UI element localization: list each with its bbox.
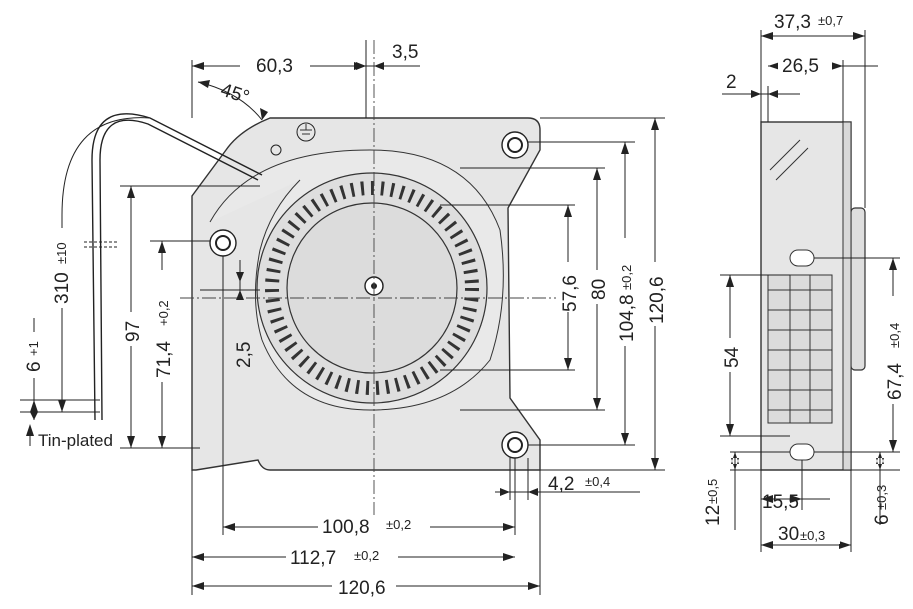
dim-310: 310 (52, 272, 73, 304)
dim-54-bg (718, 338, 742, 372)
dim-26-bg (778, 54, 832, 76)
side-flange (842, 121, 852, 471)
dim-15-arrows (761, 495, 802, 503)
dim-97: 97 (123, 321, 144, 342)
front-view: 60,3 3,5 45° 57,6 80 104,8 ±0,2 120,6 (20, 40, 668, 599)
dim-67-bg (880, 296, 908, 404)
blade-ring (265, 181, 479, 395)
side-fins (768, 275, 832, 423)
dim-80-bg (585, 270, 609, 304)
dim-37-arrows (761, 32, 865, 40)
dim-57-bg (556, 262, 580, 312)
dim-67-4: 67,4 (885, 363, 906, 400)
dim-2-5-arrows (236, 272, 244, 300)
dim-104-8: 104,8 (617, 294, 638, 342)
dim-100-bg (318, 515, 430, 537)
dim-12-tol: ±0,5 (705, 479, 720, 504)
dim-30: 30 (778, 524, 799, 545)
dim-67-4-tol: ±0,4 (887, 323, 902, 348)
dim-120-h-bg (332, 574, 396, 598)
dim-6-side-arrows (876, 452, 884, 470)
dim-30-bg (774, 522, 840, 544)
side-hub (850, 207, 866, 371)
dim-12-arrows (731, 452, 739, 470)
dim-4-2-arrows (500, 488, 538, 496)
dim-112-bg (286, 545, 398, 567)
dim-310-tol: ±10 (54, 242, 69, 264)
dim-54: 54 (722, 346, 743, 368)
dim-37-bg (770, 8, 860, 32)
dim-112-7-tol: ±0,2 (354, 548, 379, 563)
dim-2: 2 (726, 72, 737, 93)
dim-12: 12 (703, 505, 724, 526)
dim-4-2-tol: ±0,4 (585, 474, 610, 489)
dim-310-arc (61, 117, 151, 216)
dim-100-8-tol: ±0,2 (386, 517, 411, 532)
dim-30-tol: ±0,3 (800, 528, 825, 543)
mount-hole-bottom-right (501, 431, 529, 459)
cable-inner (99, 119, 259, 421)
dim-71-4-tol: +0,2 (156, 300, 171, 326)
dim-71-bg (148, 270, 176, 382)
dim-3-5-arrows (356, 62, 384, 70)
dim-3-5: 3,5 (392, 42, 418, 63)
dim-2-arrows (751, 90, 778, 98)
ground-symbol (270, 122, 316, 156)
dim-60-3: 60,3 (256, 56, 293, 77)
dim-37-3: 37,3 (774, 12, 811, 33)
dim-112-7: 112,7 (290, 548, 336, 569)
cable (91, 113, 263, 421)
dim-60-bg (240, 54, 310, 76)
angle-arrows (198, 80, 268, 120)
dim-26-5: 26,5 (782, 56, 819, 77)
dim-310-bg (48, 228, 76, 308)
dim-6-side-tol: ±0,3 (874, 485, 889, 510)
tin-plated-label: Tin-plated (38, 431, 113, 450)
dim-100-8: 100,8 (322, 517, 370, 538)
side-slot-bottom (789, 443, 815, 461)
dim-80: 80 (589, 279, 610, 300)
mount-hole-top-right (501, 131, 529, 159)
dim-120-6-vertical: 120,6 (647, 276, 668, 324)
side-view: 37,3 ±0,7 26,5 2 54 67,4 ±0,4 12 ±0,5 15… (703, 8, 908, 552)
dim-6-bg (20, 332, 48, 378)
dim-120-v-bg (643, 262, 667, 326)
dim-57-6: 57,6 (560, 275, 581, 312)
dim-97-bg (120, 312, 144, 346)
dim-6: 6 (24, 361, 45, 372)
dim-4-2: 4,2 (548, 474, 574, 495)
side-slot-top (789, 249, 815, 267)
dim-6-side: 6 (872, 514, 893, 525)
dim-6-tol: +1 (26, 341, 41, 356)
side-outlet (767, 274, 833, 424)
dim-37-3-tol: ±0,7 (818, 13, 843, 28)
dim-104-8-tol: ±0,2 (619, 265, 634, 290)
mount-hole-left (209, 229, 237, 257)
dim-310-arrow (58, 400, 66, 412)
dim-6-arrows (30, 400, 38, 420)
dim-71-4: 71,4 (154, 341, 175, 378)
dim-2-5: 2,5 (234, 342, 255, 368)
dim-120-6-horizontal: 120,6 (338, 578, 386, 599)
dim-104-bg (612, 238, 638, 346)
dim-15-5: 15,5 (762, 492, 799, 513)
side-wire (769, 139, 809, 181)
